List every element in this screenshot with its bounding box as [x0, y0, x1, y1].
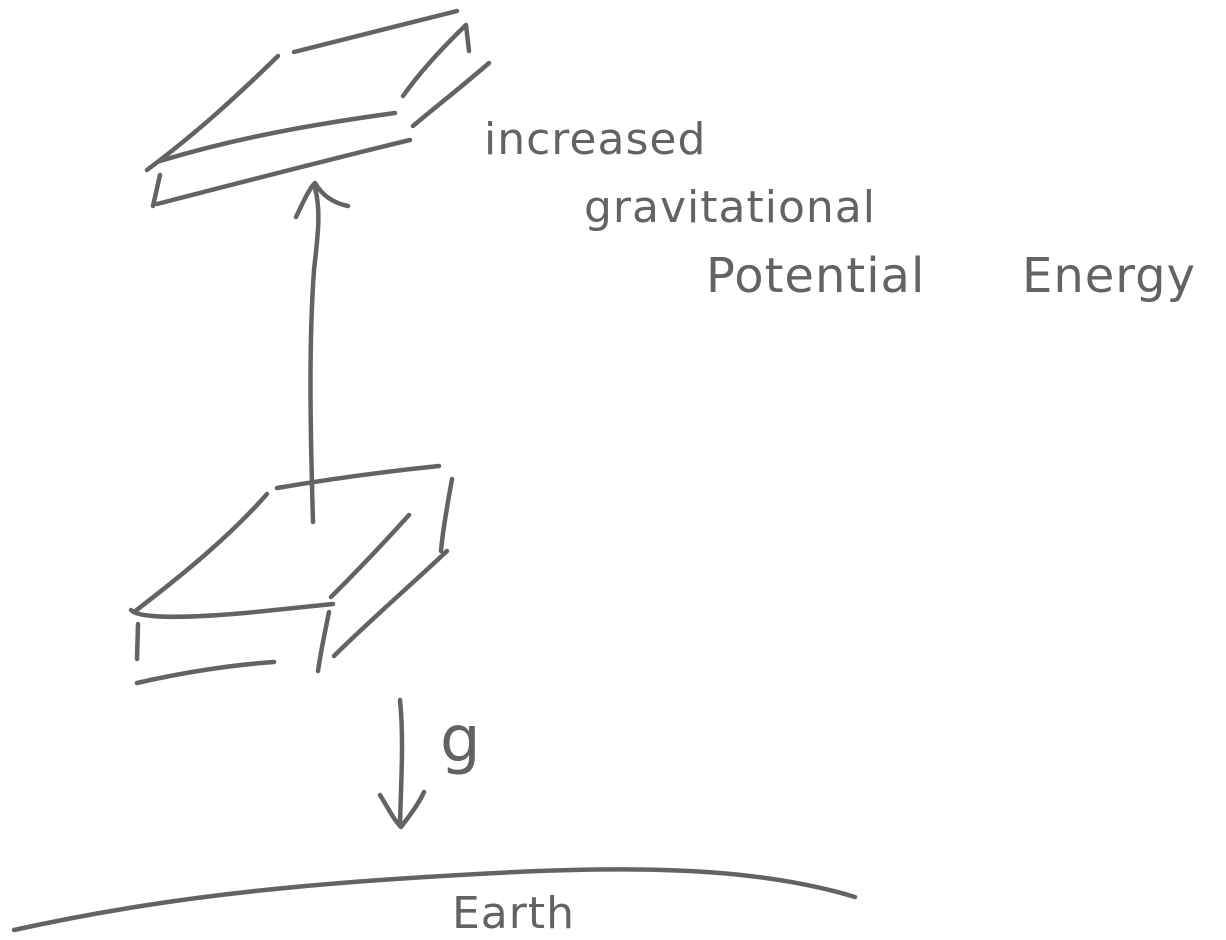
annotation-line-3: Potential: [706, 248, 926, 304]
initial-block: [128, 463, 455, 686]
gravity-label: g: [440, 703, 482, 777]
earth-label: Earth: [452, 888, 575, 939]
annotation-line-2: gravitational: [584, 182, 876, 233]
lift-arrow: [293, 180, 351, 525]
earth-surface: [11, 867, 858, 933]
gravity-arrow: [377, 697, 427, 830]
annotation-line-1: increased: [484, 114, 707, 165]
annotation-line-4: Energy: [1022, 248, 1197, 304]
raised-block: [144, 8, 492, 209]
